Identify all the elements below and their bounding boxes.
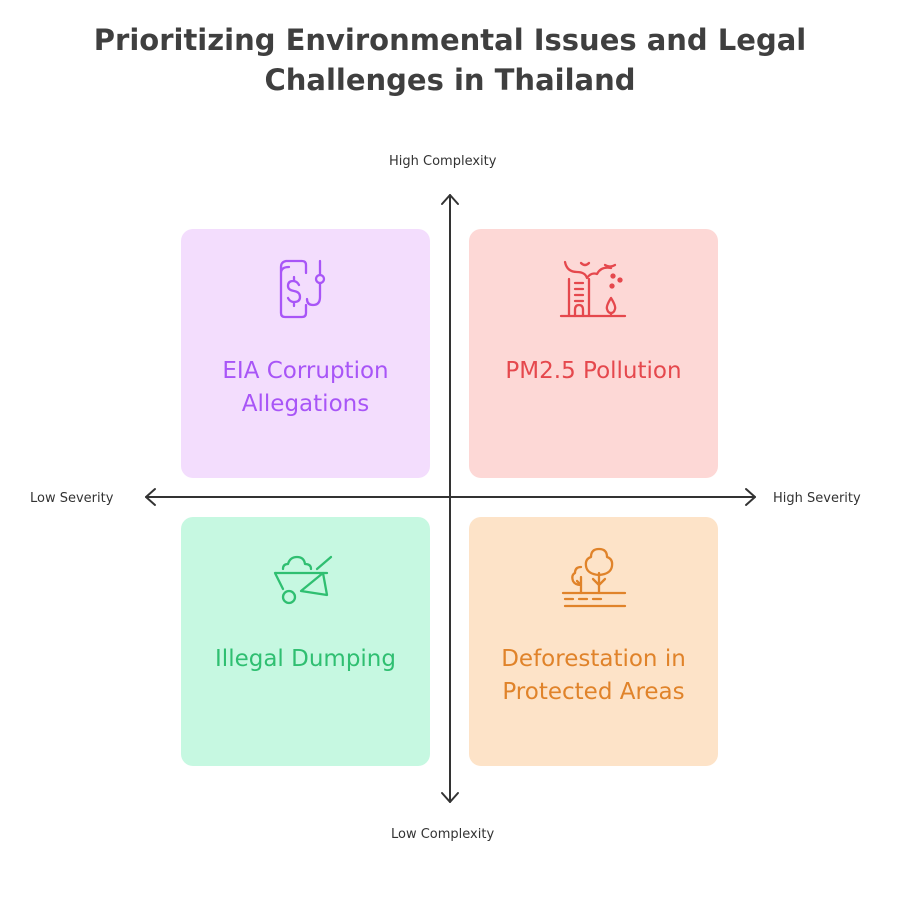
quadrant-label: EIA Corruption Allegations [222,358,389,417]
quadrant-illegal-dumping: Illegal Dumping [181,517,430,766]
x-axis-right-label: High Severity [773,491,861,506]
diagram-title: Prioritizing Environmental Issues and Le… [93,23,807,97]
arrow-up-icon [441,194,459,205]
x-axis-left-label: Low Severity [30,491,114,506]
wheelbarrow-icon [273,555,333,605]
arrow-right-icon [745,488,756,506]
quadrant-pm25-pollution: PM2.5 Pollution [469,229,718,478]
quadrant-label: Illegal Dumping [215,646,396,672]
arrow-down-icon [441,792,459,803]
y-axis-bottom-label: Low Complexity [391,827,495,842]
arrow-left-icon [145,488,156,506]
quadrant-eia-corruption: EIA Corruption Allegations [181,229,430,478]
quadrant-label: Deforestation in Protected Areas [501,646,686,705]
y-axis-top-label: High Complexity [389,154,497,169]
document-dollar-hook-icon [279,259,326,319]
polluted-city-icon [559,260,627,318]
quadrant-label: PM2.5 Pollution [505,358,682,384]
quadrant-deforestation: Deforestation in Protected Areas [469,517,718,766]
trees-icon [561,547,627,608]
